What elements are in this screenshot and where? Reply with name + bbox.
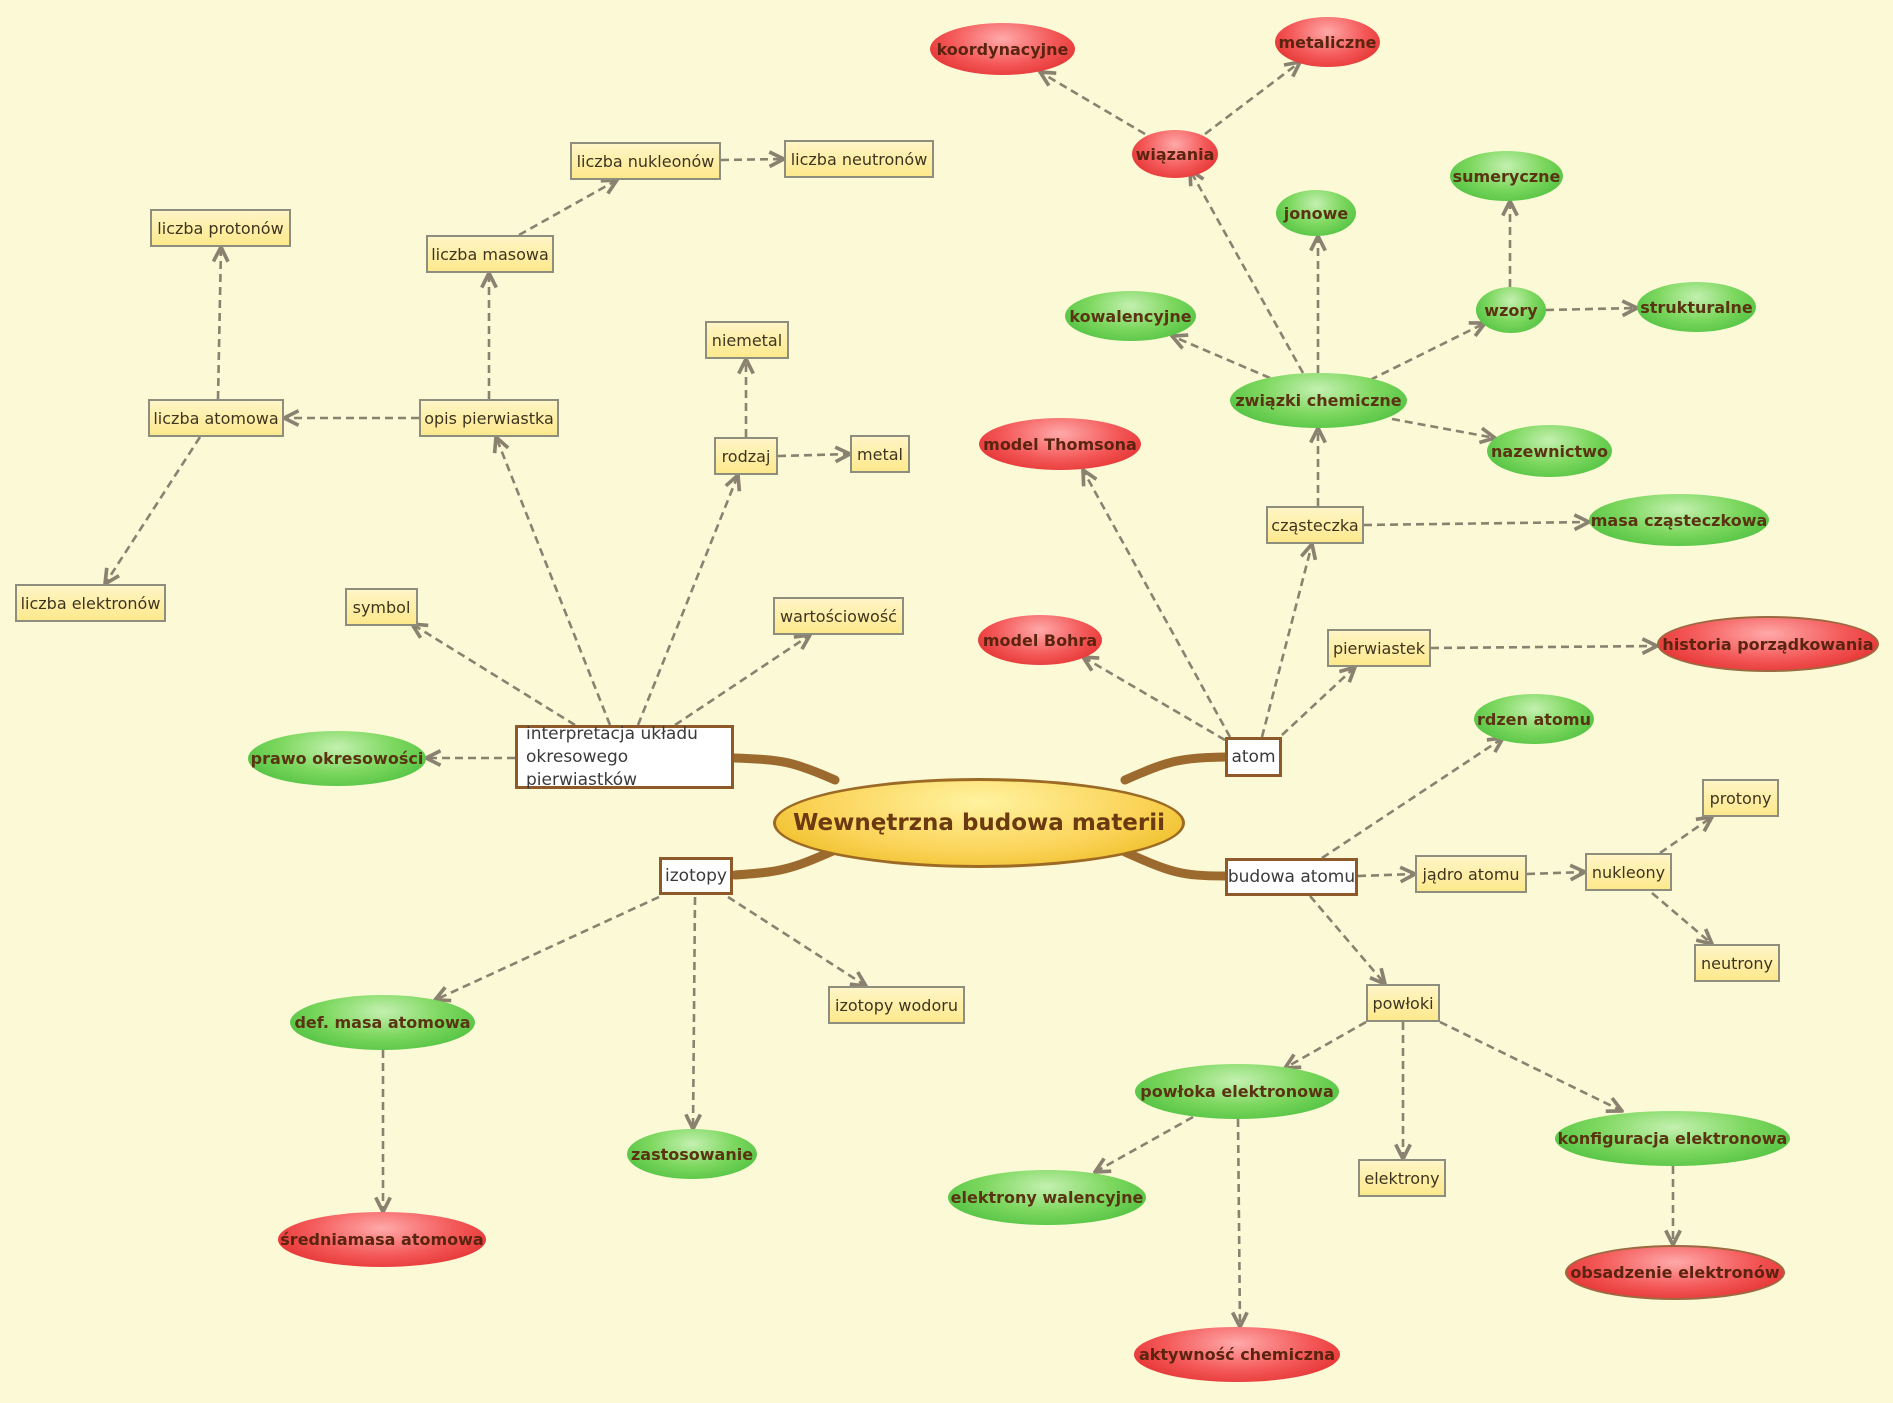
- topic-interpretacja[interactable]: interpretacja układu okresowego pierwias…: [515, 724, 734, 790]
- node-elektrony-walencyjne[interactable]: elektrony walencyjne: [948, 1170, 1146, 1225]
- node-sumeryczne[interactable]: sumeryczne: [1450, 151, 1563, 201]
- topic-atom[interactable]: atom: [1225, 737, 1282, 777]
- node-zwiazki-chemiczne[interactable]: związki chemiczne: [1230, 373, 1407, 428]
- central-topic[interactable]: Wewnętrzna budowa materii: [773, 778, 1185, 868]
- connector-arrow: [636, 475, 738, 726]
- branch-to-budowa-atomu: [1120, 847, 1230, 881]
- main-branches: [730, 752, 1230, 881]
- topic-budowa-atomu[interactable]: budowa atomu: [1225, 858, 1358, 896]
- node-strukturalne[interactable]: strukturalne: [1637, 282, 1756, 332]
- connector-arrow: [1526, 872, 1585, 874]
- connector-arrow: [1238, 1118, 1240, 1327]
- connector-arrow: [1083, 470, 1232, 738]
- connector-arrow: [496, 437, 612, 726]
- node-czasteczka[interactable]: cząsteczka: [1266, 506, 1364, 544]
- node-protony[interactable]: protony: [1702, 779, 1779, 817]
- connector-arrow: [1285, 1020, 1367, 1068]
- node-liczba-elektronow[interactable]: liczba elektronów: [15, 584, 166, 622]
- connector-arrow: [693, 896, 695, 1129]
- connector-arrow: [218, 247, 221, 400]
- connector-arrow: [1369, 323, 1485, 382]
- node-nazewnictwo[interactable]: nazewnictwo: [1487, 425, 1612, 477]
- node-liczba-atomowa[interactable]: liczba atomowa: [148, 399, 284, 437]
- node-kowalencyjne[interactable]: kowalencyjne: [1065, 291, 1196, 341]
- node-jadro-atomu[interactable]: jądro atomu: [1415, 855, 1527, 893]
- connector-arrow: [1430, 646, 1657, 648]
- connector-arrow: [1651, 892, 1712, 944]
- node-liczba-masowa[interactable]: liczba masowa: [426, 235, 554, 273]
- node-aktywnosc-chemiczna[interactable]: aktywność chemiczna: [1134, 1327, 1340, 1382]
- node-koordynacyjne[interactable]: koordynacyjne: [930, 23, 1075, 75]
- node-prawo-okresowosci[interactable]: prawo okresowości: [248, 731, 426, 786]
- connector-arrow: [727, 895, 866, 986]
- node-metal[interactable]: metal: [850, 435, 910, 473]
- branch-to-atom: [1120, 752, 1230, 785]
- connector-arrow: [1391, 417, 1495, 438]
- connector-arrow: [674, 635, 810, 727]
- node-metaliczne[interactable]: metaliczne: [1275, 17, 1380, 67]
- node-symbol[interactable]: symbol: [345, 588, 418, 626]
- node-nukleony[interactable]: nukleony: [1585, 853, 1672, 891]
- node-izotopy-wodoru[interactable]: izotopy wodoru: [828, 986, 965, 1024]
- connector-arrow: [1439, 1020, 1622, 1111]
- node-def-masa-atomowa[interactable]: def. masa atomowa: [290, 995, 475, 1050]
- dashed-connectors: [105, 62, 1712, 1327]
- node-wartosciowosc[interactable]: wartościowość: [773, 597, 904, 635]
- branch-to-izotopy: [730, 845, 840, 880]
- connector-arrow: [1172, 336, 1271, 380]
- node-wzory[interactable]: wzory: [1476, 287, 1546, 333]
- connector-arrow: [720, 159, 784, 160]
- connector-arrow: [1281, 667, 1355, 736]
- node-opis-pierwiastka[interactable]: opis pierwiastka: [419, 399, 559, 437]
- node-konfiguracja-elektronowa[interactable]: konfiguracja elektronowa: [1555, 1111, 1790, 1166]
- node-powloka-elektronowa[interactable]: powłoka elektronowa: [1135, 1064, 1339, 1119]
- node-zastosowanie[interactable]: zastosowanie: [627, 1129, 757, 1179]
- node-jonowe[interactable]: jonowe: [1276, 190, 1356, 236]
- node-model-bohra[interactable]: model Bohra: [978, 615, 1102, 665]
- connector-arrow: [1260, 544, 1312, 738]
- node-pierwiastek[interactable]: pierwiastek: [1327, 629, 1431, 667]
- node-srednia-masa-atomowa[interactable]: średniamasa atomowa: [278, 1212, 486, 1267]
- connector-arrow: [777, 454, 850, 456]
- connector-arrow: [435, 895, 660, 1000]
- connector-arrow: [1363, 522, 1589, 525]
- node-rodzaj[interactable]: rodzaj: [714, 437, 778, 475]
- node-model-thomsona[interactable]: model Thomsona: [979, 418, 1141, 470]
- connector-arrow: [1095, 1115, 1194, 1172]
- connector-arrow: [1545, 308, 1637, 310]
- node-obsadzenie-elektronow[interactable]: obsadzenie elektronów: [1565, 1245, 1785, 1300]
- connector-arrow: [1083, 657, 1226, 742]
- node-liczba-protonow[interactable]: liczba protonów: [150, 209, 291, 247]
- node-powloki[interactable]: powłoki: [1366, 984, 1440, 1022]
- connector-arrow: [1040, 72, 1146, 136]
- node-niemetal[interactable]: niemetal: [705, 321, 789, 359]
- node-masa-czasteczkowa[interactable]: masa cząsteczkowa: [1589, 494, 1769, 546]
- node-neutrony[interactable]: neutrony: [1694, 944, 1780, 982]
- node-liczba-nukleonow[interactable]: liczba nukleonów: [570, 142, 721, 180]
- connector-arrow: [1321, 738, 1503, 860]
- connector-arrow: [518, 180, 617, 237]
- node-rdzen-atomu[interactable]: rdzen atomu: [1474, 694, 1594, 744]
- branch-to-interpretacja: [730, 753, 840, 785]
- topic-izotopy[interactable]: izotopy: [659, 857, 733, 895]
- node-historia-porzadkowania[interactable]: historia porządkowania: [1657, 616, 1879, 672]
- node-liczba-neutronow[interactable]: liczba neutronów: [784, 140, 934, 178]
- node-wiazania[interactable]: wiązania: [1132, 130, 1218, 178]
- connector-arrow: [1204, 62, 1300, 136]
- connector-arrow: [1357, 874, 1415, 876]
- node-elektrony[interactable]: elektrony: [1358, 1159, 1446, 1197]
- connector-arrow: [1659, 817, 1712, 855]
- connector-arrow: [105, 436, 202, 584]
- connector-arrow: [1309, 895, 1385, 984]
- connector-arrow: [412, 624, 576, 727]
